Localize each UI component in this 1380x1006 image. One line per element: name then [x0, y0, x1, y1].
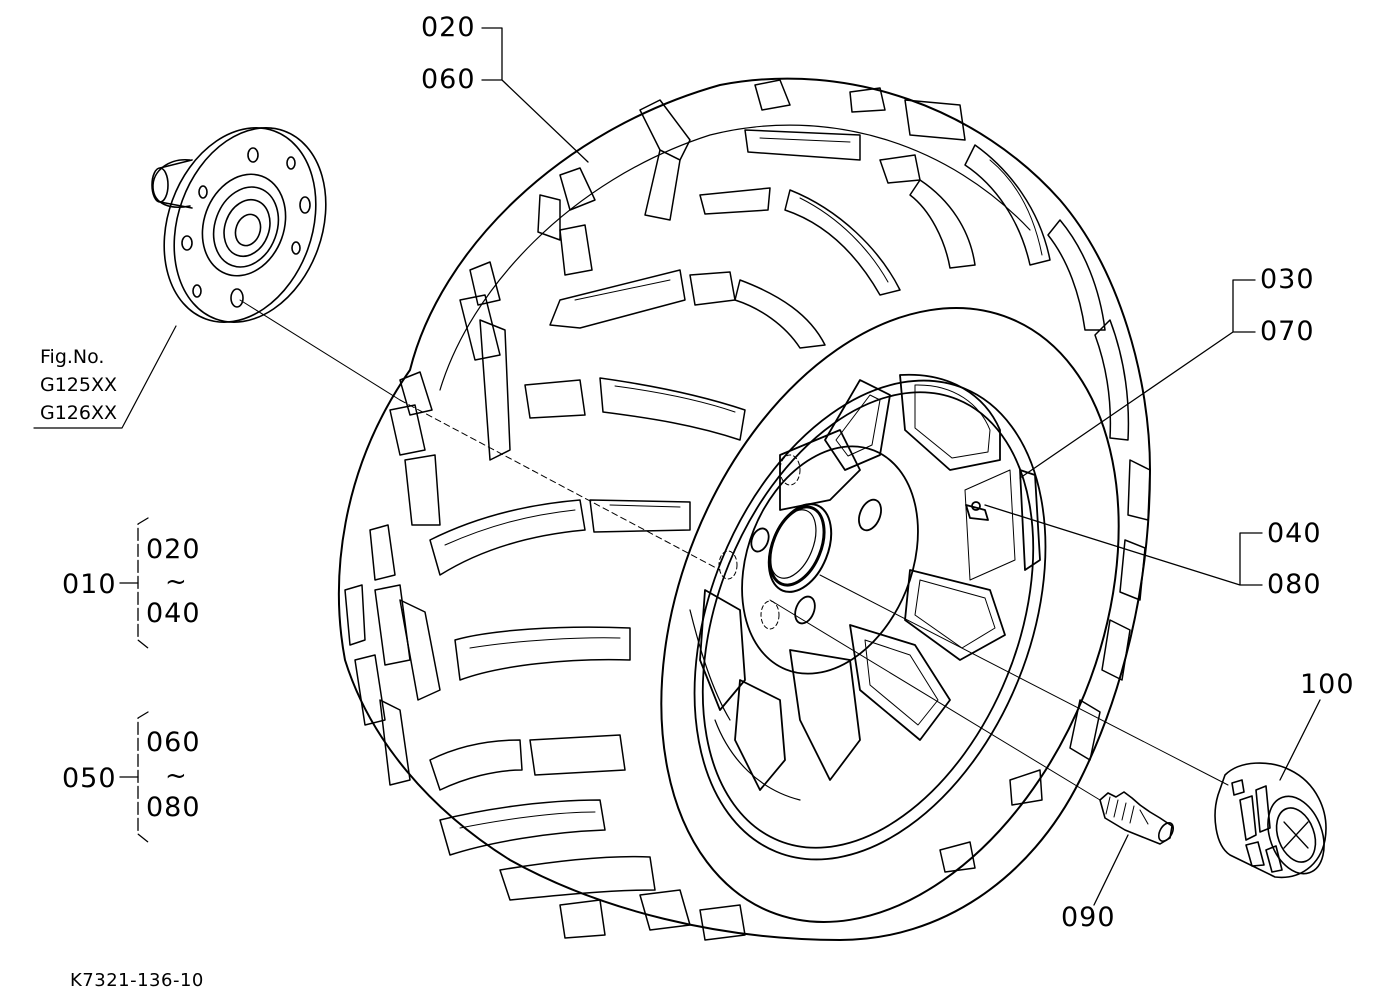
assembly-010-from: 020 — [146, 534, 201, 565]
axis-line-dashed — [399, 399, 721, 571]
callout-060[interactable]: 060 — [421, 64, 476, 95]
center-cap-illustration — [1214, 762, 1327, 879]
assembly-010-sep: ~ — [165, 567, 187, 597]
callout-020[interactable]: 020 — [421, 12, 476, 43]
assembly-050-id[interactable]: 050 — [62, 763, 117, 794]
drawing-code: K7321-136-10 — [70, 970, 204, 991]
callout-070[interactable]: 070 — [1260, 316, 1315, 347]
figure-ref-g126[interactable]: G126XX — [40, 402, 118, 424]
leader-lines — [481, 27, 1321, 906]
assembly-010-to: 040 — [146, 598, 201, 629]
callout-040[interactable]: 040 — [1267, 518, 1322, 549]
wheel-bolt-illustration — [1099, 791, 1175, 845]
callout-030[interactable]: 030 — [1260, 264, 1315, 295]
assembly-050-to: 080 — [146, 792, 201, 823]
callout-100[interactable]: 100 — [1300, 669, 1355, 700]
callout-080[interactable]: 080 — [1267, 569, 1322, 600]
assembly-050-from: 060 — [146, 727, 201, 758]
fig-ref-leader — [33, 325, 177, 429]
bolt-axis-line — [769, 599, 1101, 801]
figure-ref-label: Fig.No. — [40, 346, 105, 368]
assembly-050-sep: ~ — [165, 761, 187, 791]
axis-line-solid — [239, 299, 401, 401]
assembly-brackets — [119, 517, 149, 843]
assembly-010-id[interactable]: 010 — [62, 569, 117, 600]
tire-illustration — [338, 77, 1151, 941]
cap-axis-line — [819, 574, 1229, 786]
figure-ref-g125[interactable]: G125XX — [40, 374, 118, 396]
callout-090[interactable]: 090 — [1061, 902, 1116, 933]
hub-assembly-illustration — [151, 127, 327, 323]
